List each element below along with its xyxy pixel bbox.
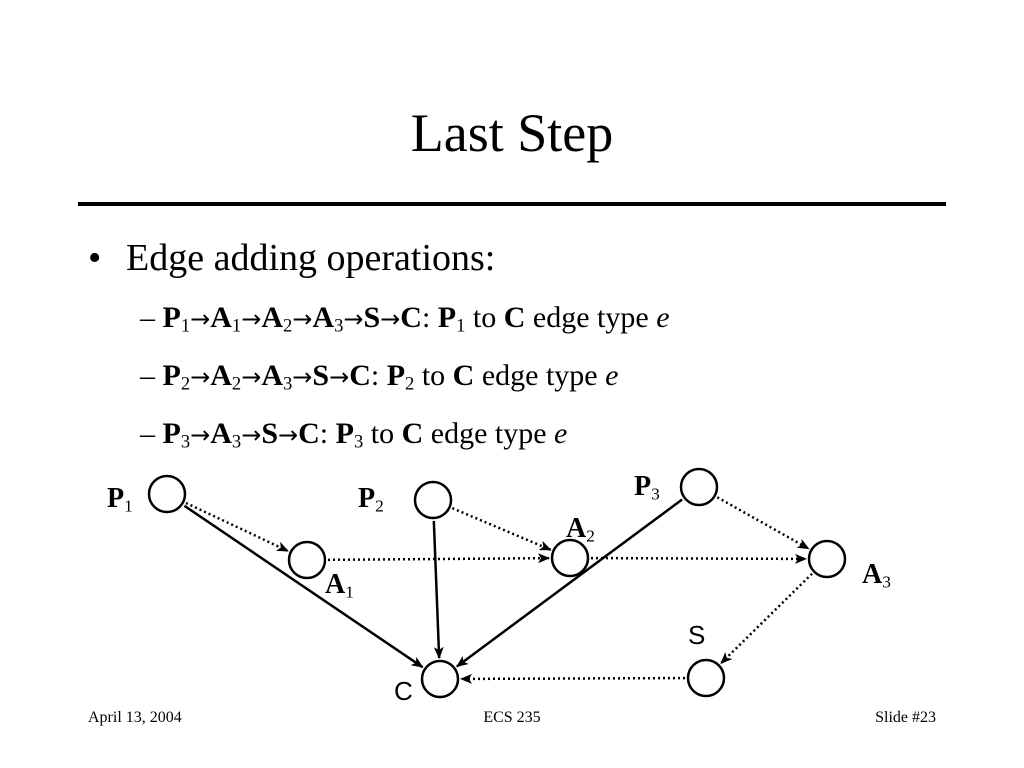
path-arrow-icon: → [190, 421, 211, 449]
path-node-subscript: 3 [334, 315, 344, 337]
to-node: C [503, 301, 526, 334]
path-node: C [298, 417, 320, 450]
sub-item-dash: – [140, 301, 163, 334]
edge-a3-to-s [720, 572, 813, 665]
path-node: S [363, 301, 381, 334]
from-node-subscript: 1 [456, 315, 466, 337]
sub-item-colon: : [319, 417, 336, 450]
path-node: S [312, 359, 330, 392]
path-node: A [261, 359, 283, 392]
path-arrow-icon: → [241, 421, 262, 449]
edge-type: e [605, 359, 619, 392]
edge-type: e [554, 417, 568, 450]
path-node: A [312, 301, 335, 334]
node-label-c: C [394, 676, 413, 706]
node-circle-p2 [413, 480, 453, 520]
edge-a2-to-a3 [590, 553, 808, 564]
sub-item-2: – P2→A2→A3→S→C: P2 to C edge type e [140, 356, 618, 397]
path-arrow-icon: → [343, 305, 364, 333]
path-node: P [162, 417, 181, 450]
node-label-a3: A3 [862, 559, 891, 592]
path-node: C [400, 301, 422, 334]
to-word: to [414, 359, 453, 392]
footer-slide-number: Slide #23 [875, 709, 936, 726]
sub-item-colon: : [421, 301, 438, 334]
to-node: C [401, 417, 424, 450]
from-node: P [386, 359, 406, 392]
node-label-p1: P1 [107, 483, 133, 516]
path-node: A [261, 301, 283, 334]
path-node: S [261, 417, 278, 450]
path-arrow-icon: → [241, 363, 262, 391]
from-node: P [335, 417, 354, 450]
path-arrow-icon: → [292, 363, 313, 391]
to-node: C [452, 359, 475, 392]
slide-title: Last Step [410, 103, 614, 163]
bullet-list: • Edge adding operations: [88, 232, 495, 284]
path-arrow-icon: → [292, 305, 313, 333]
edge-p1-to-c [183, 504, 424, 669]
node-circle-p1 [147, 474, 187, 514]
bullet-dot-icon: • [88, 237, 102, 279]
edge-p1-to-a1 [185, 501, 289, 553]
edge-type: e [656, 301, 670, 334]
node-circle-a3 [807, 539, 847, 579]
bullet-text: Edge adding operations: [126, 237, 496, 279]
edge-s-to-c [459, 673, 686, 684]
edge-text: edge type [474, 359, 606, 392]
path-node: A [210, 417, 232, 450]
path-node-subscript: 2 [180, 373, 191, 395]
path-node-subscript: 2 [282, 315, 293, 337]
bullet-item: • Edge adding operations: [88, 232, 495, 284]
sub-item-dash: – [140, 417, 163, 450]
sub-item-3: – P3→A3→S→C: P3 to C edge type e [140, 414, 567, 455]
path-node: C [349, 359, 371, 392]
edge-text: edge type [525, 301, 657, 334]
edge-text: edge type [423, 417, 555, 450]
edge-p3-to-c [456, 498, 683, 668]
path-arrow-icon: → [190, 363, 211, 391]
path-node-subscript: 3 [282, 373, 293, 395]
node-label-p3: P3 [634, 471, 660, 504]
node-circle-p3 [679, 467, 719, 507]
path-arrow-icon: → [241, 305, 262, 333]
from-node-subscript: 2 [405, 373, 415, 395]
node-circle-a1 [287, 540, 327, 580]
from-node: P [437, 301, 457, 334]
path-node: A [210, 301, 232, 334]
node-circle-s [686, 658, 726, 698]
path-arrow-icon: → [278, 421, 299, 449]
edge-p3-to-a3 [716, 496, 810, 550]
path-node: A [210, 359, 232, 392]
node-label-a1: A1 [325, 569, 354, 602]
sub-item-dash: – [140, 359, 163, 392]
to-word: to [363, 417, 402, 450]
footer-course: ECS 235 [483, 709, 541, 726]
sub-item-1: – P1→A1→A2→A3→S→C: P1 to C edge type e [140, 298, 670, 339]
node-label-s: S [688, 620, 706, 650]
path-node-subscript: 3 [180, 431, 191, 453]
path-arrow-icon: → [190, 305, 211, 333]
from-node-subscript: 3 [353, 431, 364, 453]
footer-date: April 13, 2004 [88, 709, 182, 726]
path-node-subscript: 1 [180, 315, 191, 337]
title-divider [78, 202, 946, 206]
path-node-subscript: 1 [231, 315, 242, 337]
edge-p2-to-c [432, 520, 444, 660]
path-arrow-icon: → [380, 305, 401, 333]
node-label-p2: P2 [358, 483, 384, 516]
to-word: to [465, 301, 504, 334]
node-circle-c [420, 659, 460, 699]
path-node: P [162, 301, 181, 334]
path-node: P [162, 359, 181, 392]
edge-a1-to-a2 [327, 553, 551, 564]
edge-p2-to-a2 [451, 507, 552, 551]
path-node-subscript: 2 [231, 373, 242, 395]
path-node-subscript: 3 [231, 431, 242, 453]
node-circle-a2 [550, 538, 590, 578]
sub-item-colon: : [370, 359, 387, 392]
node-label-a2: A2 [566, 513, 595, 546]
path-arrow-icon: → [329, 363, 350, 391]
